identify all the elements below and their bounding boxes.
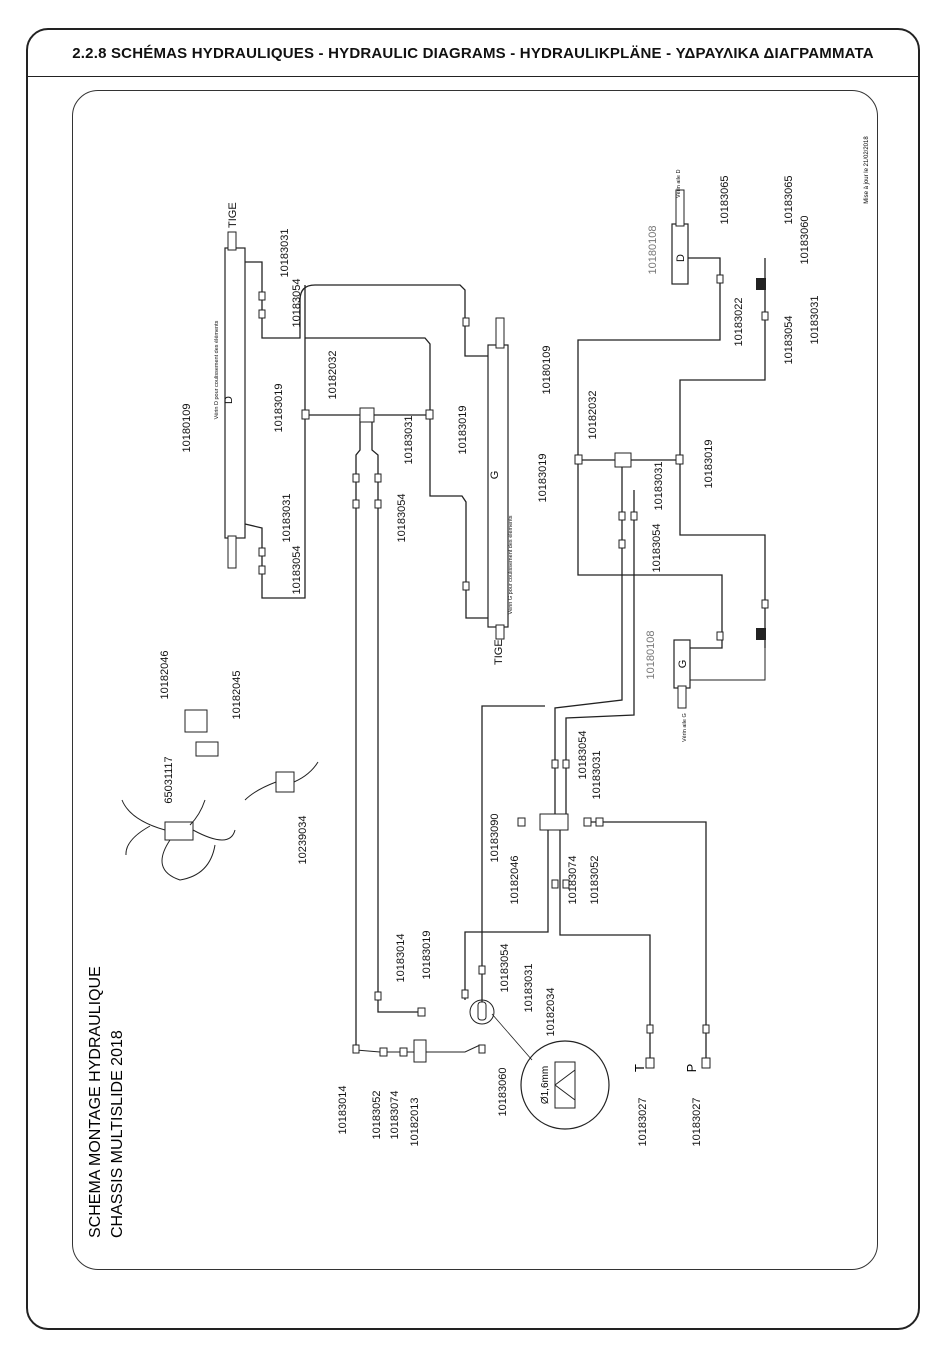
part-label: 10182032 (327, 351, 339, 400)
page-frame: 2.2.8 SCHÉMAS HYDRAULIQUES - HYDRAULIC D… (26, 28, 920, 1330)
part-label: 10183019 (421, 931, 433, 980)
part-label: 10183022 (733, 298, 745, 347)
update-note: Mise à jour le 21/02/2018 (864, 136, 870, 204)
cylinder-g-caption: Vérin G pour coulissement des éléments (508, 515, 514, 614)
part-label: 10183054 (396, 494, 408, 543)
part-label: 10183060 (497, 1068, 509, 1117)
tige-d-label: TIGE (227, 202, 239, 228)
part-label: 10183074 (389, 1091, 401, 1140)
wing-cylinder-d-letter: D (675, 254, 687, 262)
fittings (258, 274, 769, 1130)
tank-port-label: T (632, 1064, 647, 1072)
part-label: 10180108 (645, 631, 657, 680)
cylinder-g-letter: G (489, 471, 501, 480)
part-label: 10183019 (457, 406, 469, 455)
part-label: 10183019 (273, 384, 285, 433)
drawing-title-line1: SCHEMA MONTAGE HYDRAULIQUE (87, 966, 104, 1238)
part-label: 10183065 (783, 176, 795, 225)
cylinder-d-letter: D (223, 396, 235, 404)
part-label: 10183031 (591, 751, 603, 800)
part-label: 10183054 (499, 944, 511, 993)
part-label: 10183054 (783, 316, 795, 365)
part-label: 10183014 (337, 1086, 349, 1135)
part-label: 10183074 (567, 856, 579, 905)
part-numbers: 10180109 10180109 10183031 10183054 1018… (159, 176, 821, 1147)
part-label: 10183054 (577, 731, 589, 780)
part-label: 10183054 (291, 279, 303, 328)
part-label: 10183019 (703, 440, 715, 489)
part-label: 10182032 (587, 391, 599, 440)
part-label: 10182046 (509, 856, 521, 905)
part-label: 10183031 (653, 462, 665, 511)
part-label: 10183060 (799, 216, 811, 265)
orifice-label: Ø1,6mm (540, 1066, 551, 1104)
part-label: 10182013 (409, 1098, 421, 1147)
part-label: 10183031 (809, 296, 821, 345)
part-label: 10180108 (647, 226, 659, 275)
part-label: 10183019 (537, 454, 549, 503)
part-label: 10239034 (297, 816, 309, 865)
part-label: 10183052 (371, 1091, 383, 1140)
wing-cylinder-g-caption: Vérin aile G (682, 713, 688, 742)
cylinder-d-caption: Vérin D pour coulissement des éléments (214, 320, 220, 419)
wing-cylinder-g-letter: G (677, 660, 689, 669)
part-label: 10183054 (291, 546, 303, 595)
part-label: 10183027 (637, 1098, 649, 1147)
tige-g-label: TIGE (493, 639, 505, 665)
part-label: 10183052 (589, 856, 601, 905)
cylinder-g: G Vérin G pour coulissement des éléments… (487, 317, 514, 665)
part-label: 10183065 (719, 176, 731, 225)
part-label: 10183054 (651, 524, 663, 573)
cylinder-d: D Vérin D pour coulissement des éléments… (214, 202, 246, 569)
part-label: 10183014 (395, 934, 407, 983)
part-label: 10182046 (159, 651, 171, 700)
part-label: 10180109 (541, 346, 553, 395)
part-label: 10180109 (181, 404, 193, 453)
drawing-title-line2: CHASSIS MULTISLIDE 2018 (109, 1030, 126, 1238)
pressure-port-label: P (684, 1064, 699, 1073)
pipe-network (244, 257, 766, 1060)
part-label: 10183027 (691, 1098, 703, 1147)
wing-cylinder-d: D Vérin aile D (671, 170, 689, 285)
wing-cylinder-g: G Vérin aile G (673, 639, 691, 742)
part-label: 10183031 (523, 964, 535, 1013)
part-label: 10183031 (279, 229, 291, 278)
electrical-accessories (121, 709, 319, 881)
wing-cylinder-d-caption: Vérin aile D (676, 170, 682, 198)
part-label: 10183031 (281, 494, 293, 543)
part-label: 10182034 (545, 988, 557, 1037)
part-label: 10183090 (489, 814, 501, 863)
drawing-frame (72, 90, 878, 1270)
part-label: 10182045 (231, 671, 243, 720)
page-title: 2.2.8 SCHÉMAS HYDRAULIQUES - HYDRAULIC D… (72, 44, 874, 62)
part-label: 10183031 (403, 416, 415, 465)
part-label: 65031117 (163, 756, 175, 803)
page-header: 2.2.8 SCHÉMAS HYDRAULIQUES - HYDRAULIC D… (28, 30, 918, 77)
